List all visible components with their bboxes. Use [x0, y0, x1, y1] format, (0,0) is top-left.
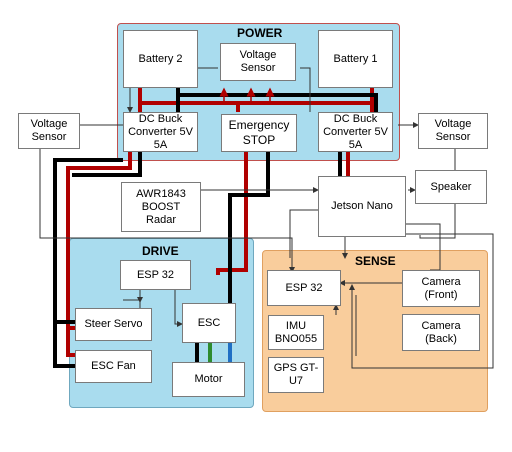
camera-back-block: Camera (Back) — [402, 314, 480, 351]
voltage-sensor-left-block: Voltage Sensor — [18, 113, 80, 149]
dc-buck-left-block: DC Buck Converter 5V 5A — [123, 112, 198, 152]
camera-front-block: Camera (Front) — [402, 270, 480, 307]
steer-servo-block: Steer Servo — [75, 308, 152, 341]
esc-block: ESC — [182, 303, 236, 343]
voltage-tap-arrows — [219, 87, 275, 103]
motor-block: Motor — [172, 362, 245, 397]
voltage-sensor-top-block: Voltage Sensor — [220, 43, 296, 81]
signal-wires — [39, 67, 494, 369]
speaker-block: Speaker — [415, 170, 487, 204]
dc-buck-right-block: DC Buck Converter 5V 5A — [318, 112, 393, 152]
gps-gt-u7-block: GPS GT-U7 — [268, 357, 324, 393]
battery-1-block: Battery 1 — [318, 30, 393, 88]
power-region-title: POWER — [237, 26, 283, 40]
jetson-nano-block: Jetson Nano — [318, 176, 406, 237]
esc-fan-block: ESC Fan — [75, 350, 152, 383]
imu-bno055-block: IMU BNO055 — [268, 315, 324, 350]
battery-2-block: Battery 2 — [123, 30, 198, 88]
awr1843-radar-block: AWR1843 BOOST Radar — [121, 182, 201, 232]
esp32-drive-block: ESP 32 — [120, 260, 191, 290]
motor-phase-wires — [195, 343, 232, 362]
power-bus-wires — [53, 88, 378, 368]
esp32-sense-block: ESP 32 — [267, 270, 341, 306]
sense-region-title: SENSE — [355, 254, 396, 268]
voltage-sensor-right-block: Voltage Sensor — [418, 113, 488, 149]
emergency-stop-block: Emergency STOP — [221, 114, 297, 152]
drive-region-title: DRIVE — [142, 244, 179, 258]
